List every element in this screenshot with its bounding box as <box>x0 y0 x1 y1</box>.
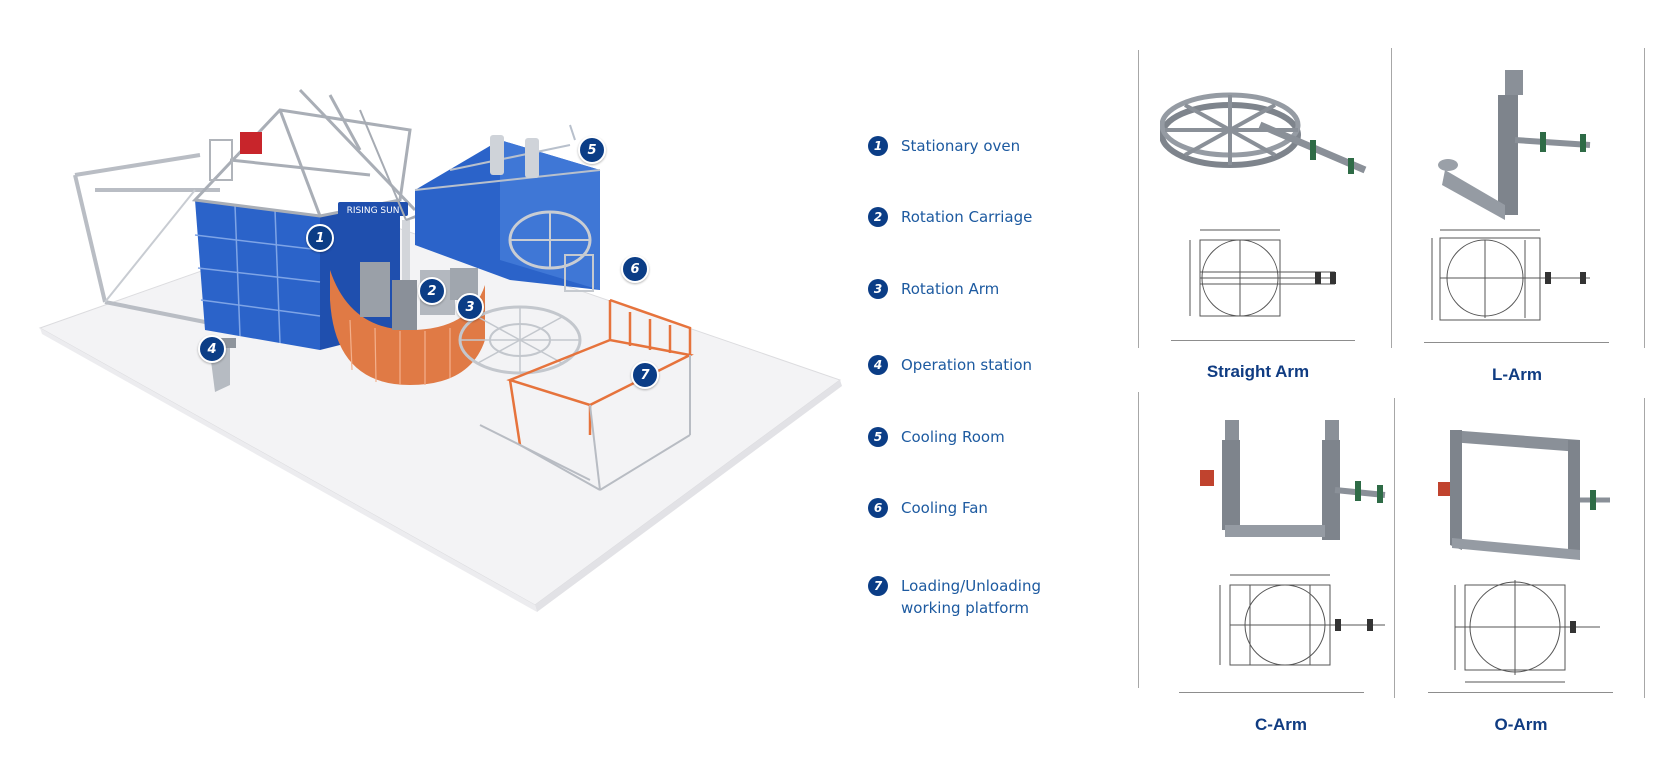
caption-rule <box>1424 342 1609 343</box>
marker-1: 1 <box>306 224 334 252</box>
o-arm-drawing <box>1438 430 1610 683</box>
legend-item-rotation-arm: 3 Rotation Arm <box>868 278 999 300</box>
legend-number: 3 <box>868 279 888 299</box>
legend-number: 5 <box>868 427 888 447</box>
straight-arm-caption: Straight Arm <box>1206 362 1310 381</box>
legend-label: Rotation Carriage <box>901 208 1033 226</box>
legend-number: 7 <box>868 576 888 596</box>
divider-line <box>1644 398 1645 698</box>
legend-label: Loading/Unloading working platform <box>901 577 1041 617</box>
caption-rule <box>1428 692 1613 693</box>
divider-line <box>1138 50 1139 348</box>
legend-item-rotation-carriage: 2 Rotation Carriage <box>868 206 1032 228</box>
rotomolding-machine-drawing: RISING SUN <box>38 88 842 612</box>
legend-number: 4 <box>868 355 888 375</box>
caption-rule <box>1179 692 1364 693</box>
legend-label: Cooling Room <box>901 428 1005 446</box>
legend-item-loading-platform: 7 Loading/Unloading working platform <box>868 575 1041 619</box>
legend-item-cooling-room: 5 Cooling Room <box>868 426 1005 448</box>
legend-number: 2 <box>868 207 888 227</box>
marker-4: 4 <box>198 335 226 363</box>
brand-sign: RISING SUN <box>347 206 400 216</box>
marker-2: 2 <box>418 277 446 305</box>
l-arm-drawing <box>1431 70 1591 321</box>
caption-rule <box>1171 340 1355 341</box>
legend-label: Operation station <box>901 356 1033 374</box>
divider-line <box>1644 48 1645 348</box>
legend-label: Cooling Fan <box>901 499 988 517</box>
legend-item-stationary-oven: 1 Stationary oven <box>868 135 1020 157</box>
straight-arm-drawing <box>1159 92 1367 317</box>
legend-number: 1 <box>868 136 888 156</box>
legend-label: Stationary oven <box>901 137 1021 155</box>
marker-6: 6 <box>621 255 649 283</box>
divider-line <box>1138 392 1139 688</box>
c-arm-drawing <box>1200 420 1386 666</box>
l-arm-caption: L-Arm <box>1491 365 1543 384</box>
c-arm-caption: C-Arm <box>1255 715 1307 734</box>
marker-7: 7 <box>631 361 659 389</box>
o-arm-figure <box>1430 420 1630 700</box>
divider-line <box>1394 398 1395 698</box>
marker-3: 3 <box>456 293 484 321</box>
divider-line <box>1391 48 1392 348</box>
legend-label: Rotation Arm <box>901 280 1000 298</box>
straight-arm-figure <box>1159 70 1380 350</box>
c-arm-figure <box>1195 415 1395 695</box>
o-arm-caption: O-Arm <box>1494 715 1548 734</box>
legend-item-operation-station: 4 Operation station <box>868 354 1032 376</box>
marker-5: 5 <box>578 136 606 164</box>
machine-illustration: RISING SUN <box>30 40 850 640</box>
legend-item-cooling-fan: 6 Cooling Fan <box>868 497 988 519</box>
l-arm-figure <box>1430 60 1620 350</box>
legend-number: 6 <box>868 498 888 518</box>
